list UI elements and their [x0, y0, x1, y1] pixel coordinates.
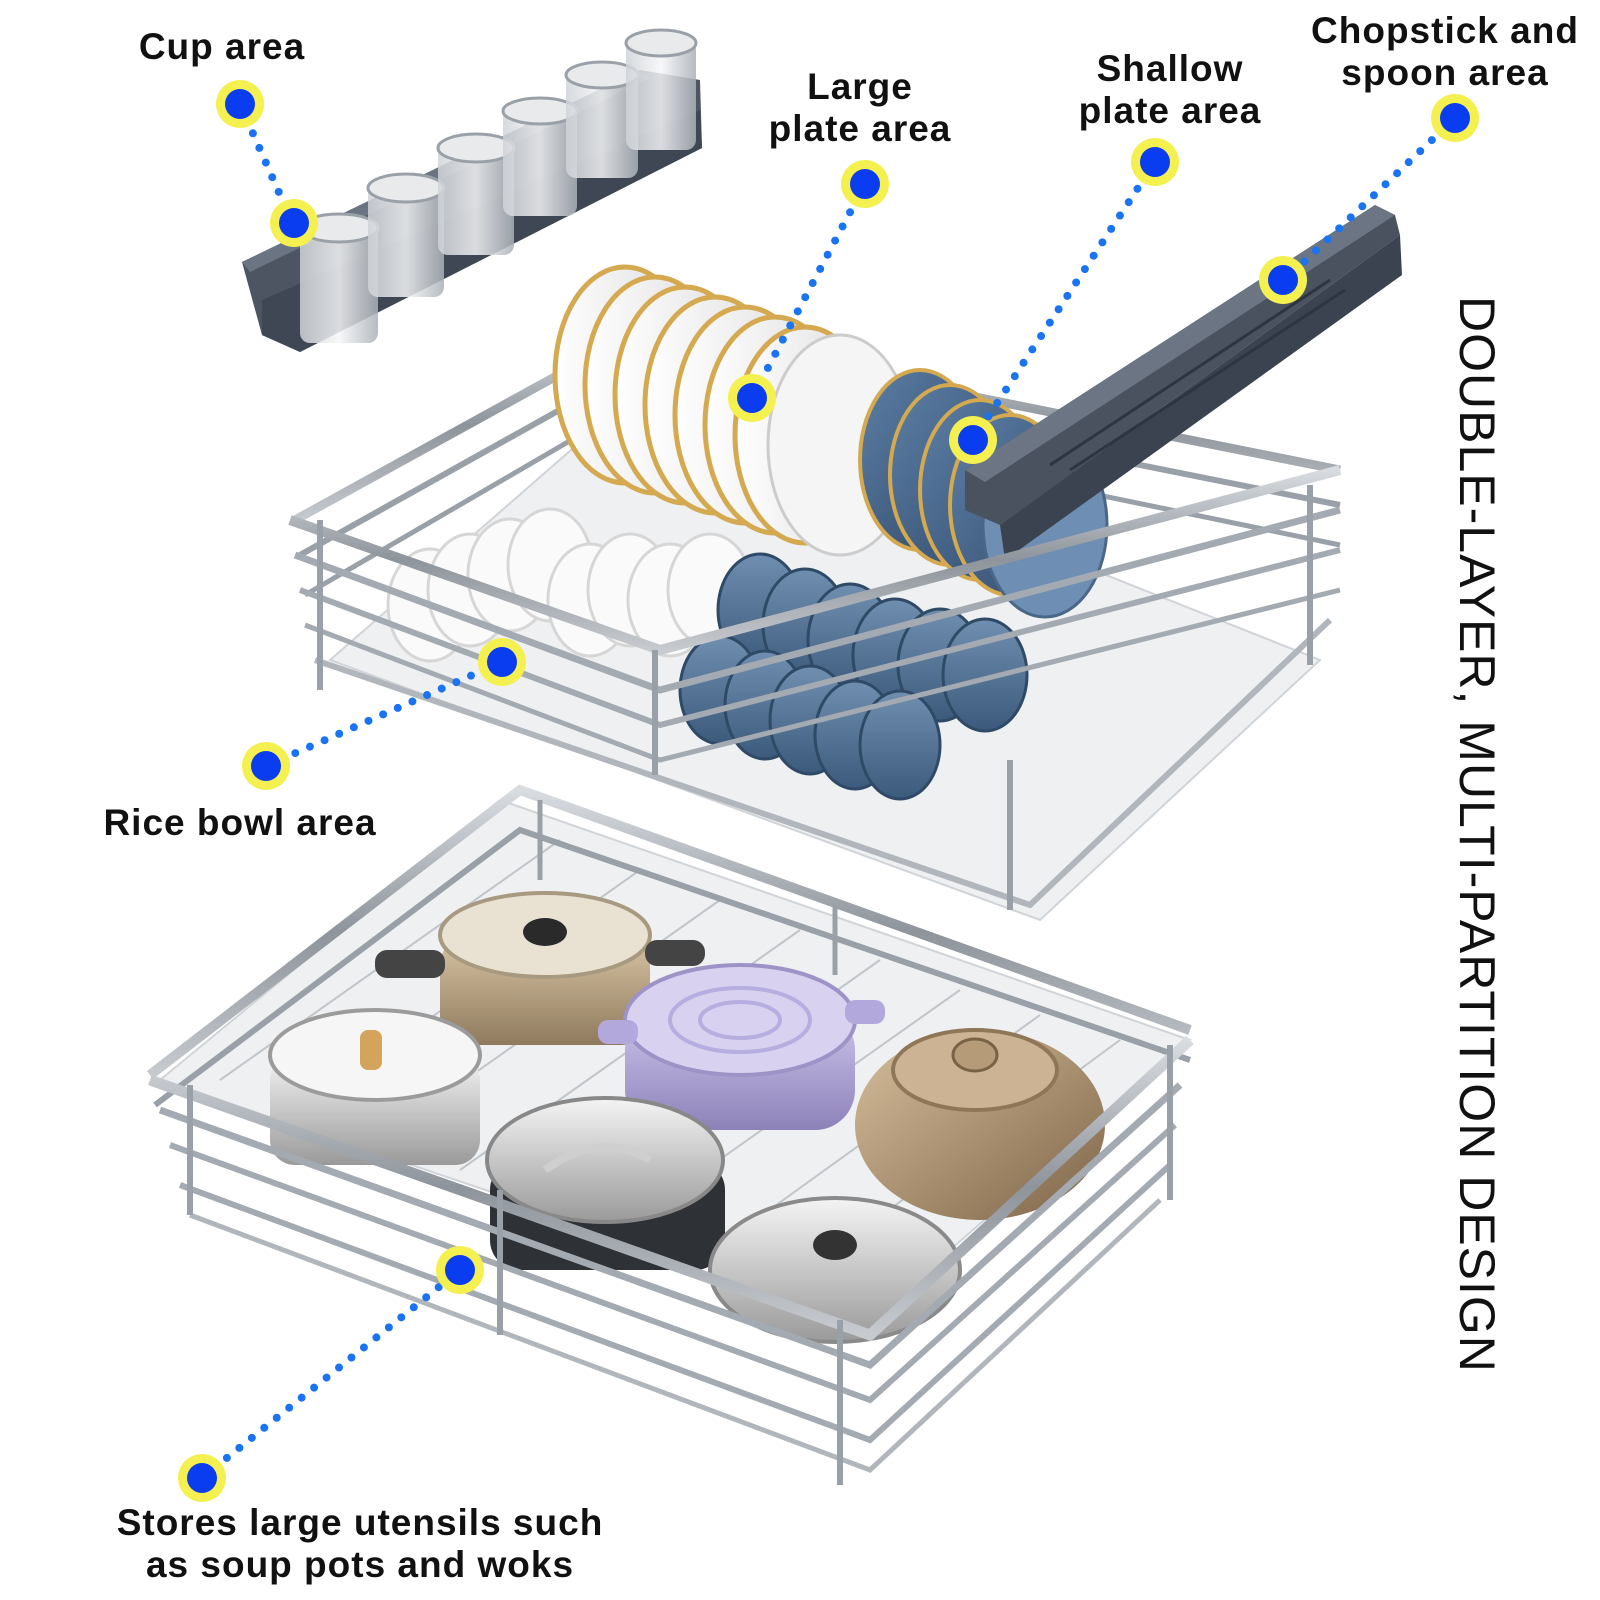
- utensils-marker-outer: [178, 1454, 226, 1502]
- cup-4: [501, 96, 579, 216]
- large-plate-line-2: plate area: [768, 108, 952, 149]
- chopstick-line-2: spoon area: [1341, 52, 1549, 93]
- pot-silver-small: [268, 1008, 482, 1165]
- rice-bowl-marker-outer: [242, 742, 290, 790]
- cup-holder: [242, 28, 702, 352]
- pot-bronze: [855, 1028, 1105, 1220]
- large-plate-line-1: Large: [807, 66, 913, 107]
- rice-bowl-callout-line: [262, 658, 506, 770]
- shallow-plate-line-1: Shallow: [1096, 48, 1244, 89]
- chopstick-line-1: Chopstick and: [1311, 10, 1579, 51]
- cup-5: [564, 60, 640, 178]
- cup-marker: [270, 199, 318, 247]
- pot-gold: [375, 891, 705, 1045]
- cup-3: [436, 132, 516, 255]
- cup-marker-top: [216, 80, 264, 128]
- pot-lilac: [598, 963, 885, 1130]
- chopstick-marker-top: [1431, 94, 1479, 142]
- cup-1: [298, 212, 380, 343]
- chopstick-area-label: Chopstick and spoon area: [1300, 10, 1590, 94]
- rice-bowl-marker: [478, 638, 526, 686]
- upper-rack: [288, 205, 1402, 922]
- callout-markers: [178, 80, 1479, 1502]
- shallow-plate-line-2: plate area: [1078, 90, 1262, 131]
- blue-bowls: [678, 552, 1029, 801]
- utensils-line-2: as soup pots and woks: [145, 1544, 575, 1585]
- pot-silver-large: [485, 1096, 725, 1270]
- cup-callout-line: [236, 100, 296, 226]
- cup-2: [366, 172, 446, 297]
- chopstick-callout-line: [1281, 114, 1459, 284]
- chopstick-marker: [1259, 256, 1307, 304]
- white-bowls: [386, 507, 754, 663]
- large-plate-marker: [728, 374, 776, 422]
- rice-bowl-line-1: Rice bowl area: [103, 802, 377, 843]
- shallow-plate-marker-top: [1131, 138, 1179, 186]
- shallow-plate-marker: [949, 416, 997, 464]
- shallow-plate-area-label: Shallow plate area: [1050, 48, 1290, 132]
- utensils-marker: [436, 1246, 484, 1294]
- large-plate-marker-top: [841, 160, 889, 208]
- utensils-line-1: Stores large utensils such: [116, 1502, 604, 1543]
- rice-bowl-area-label: Rice bowl area: [80, 802, 400, 844]
- large-plate-area-label: Large plate area: [745, 66, 975, 150]
- cup-6: [624, 28, 698, 150]
- utensils-area-label: Stores large utensils such as soup pots …: [80, 1502, 640, 1586]
- cup-area-line-1: Cup area: [138, 26, 306, 67]
- lower-rack: [146, 784, 1194, 1485]
- headline-text: DOUBLE-LAYER, MULTI-PARTITION DESIGN: [1449, 296, 1505, 1373]
- cup-area-label: Cup area: [112, 26, 332, 68]
- callout-lines: [198, 100, 1459, 1482]
